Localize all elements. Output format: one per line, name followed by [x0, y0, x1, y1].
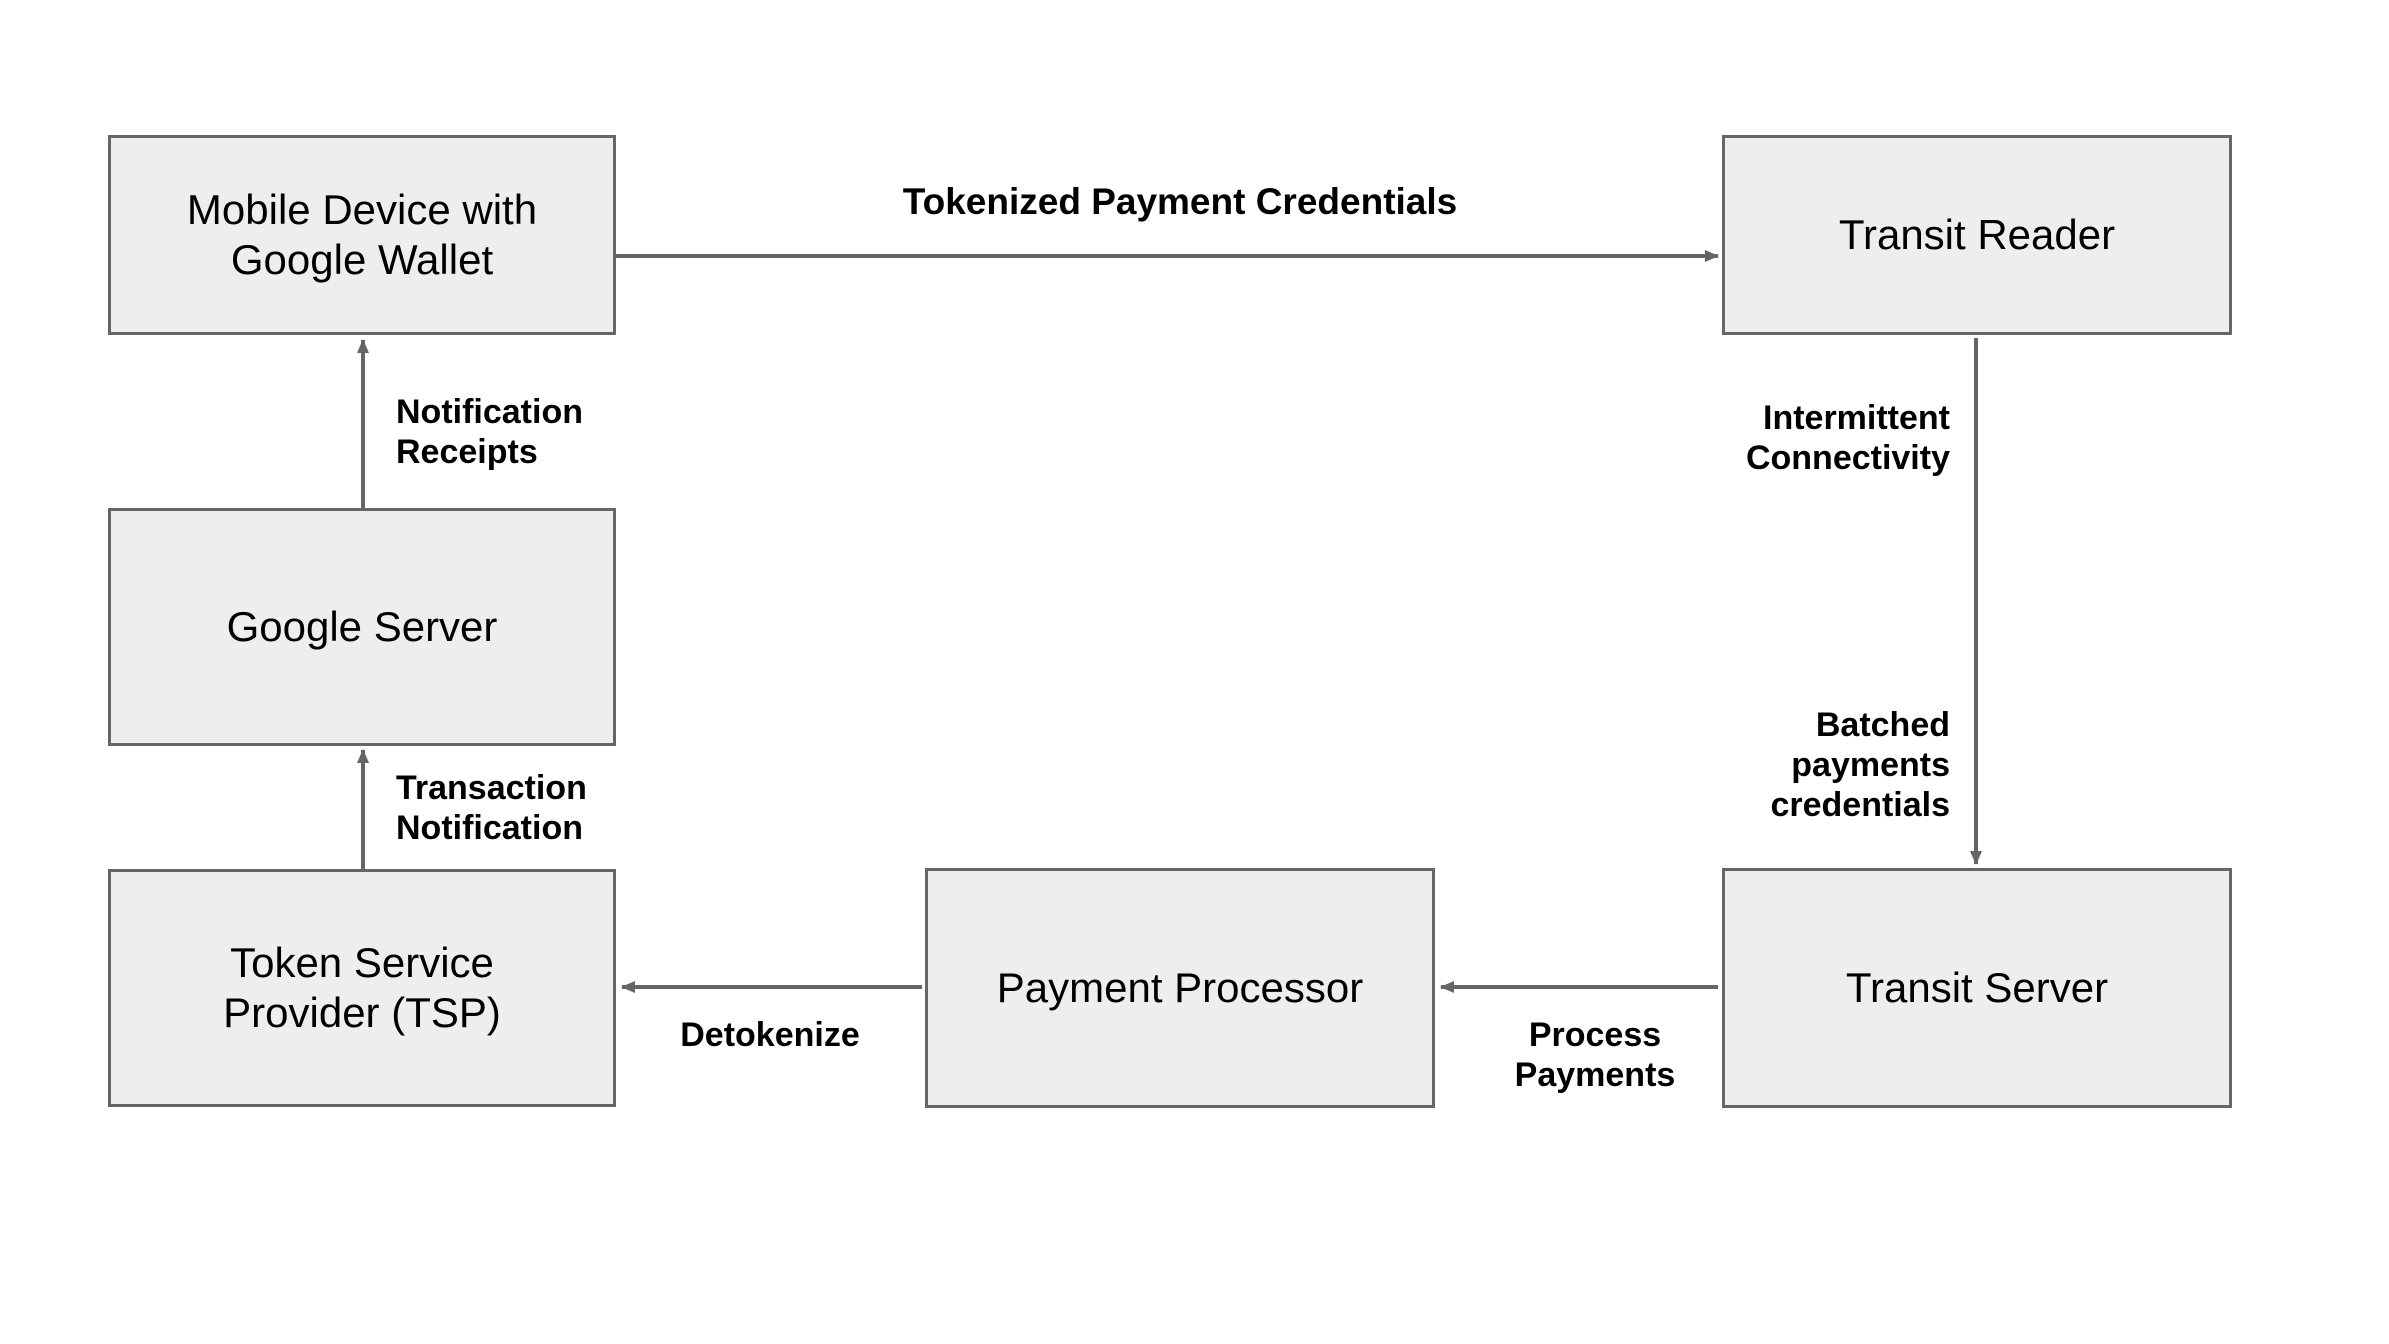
node-transit-reader[interactable]: Transit Reader [1722, 135, 2232, 335]
node-label: Transit Server [1845, 964, 2109, 1012]
node-google-server[interactable]: Google Server [108, 508, 616, 746]
node-transit-server[interactable]: Transit Server [1722, 868, 2232, 1108]
node-label: Payment Processor [996, 964, 1364, 1012]
edge-label-process-payments: Process Payments [1514, 1016, 1676, 1095]
edge-label-batched-payments-credentials: Batched payments credentials [1770, 706, 1950, 825]
node-payment-processor[interactable]: Payment Processor [925, 868, 1435, 1108]
node-label: Mobile Device with Google Wallet [186, 186, 538, 283]
edge-label-tokenized-payment-credentials: Tokenized Payment Credentials [902, 181, 1458, 222]
node-label: Transit Reader [1838, 211, 2116, 259]
edge-label-transaction-notification: Transaction Notification [396, 769, 587, 848]
node-label: Token Service Provider (TSP) [223, 939, 501, 1036]
node-token-service-provider[interactable]: Token Service Provider (TSP) [108, 869, 616, 1107]
node-label: Google Server [226, 603, 498, 651]
edge-label-intermittent-connectivity: Intermittent Connectivity [1745, 399, 1950, 478]
edge-label-notification-receipts: Notification Receipts [396, 393, 583, 472]
edge-label-detokenize: Detokenize [680, 1016, 860, 1054]
node-mobile-device-with-google-wallet[interactable]: Mobile Device with Google Wallet [108, 135, 616, 335]
